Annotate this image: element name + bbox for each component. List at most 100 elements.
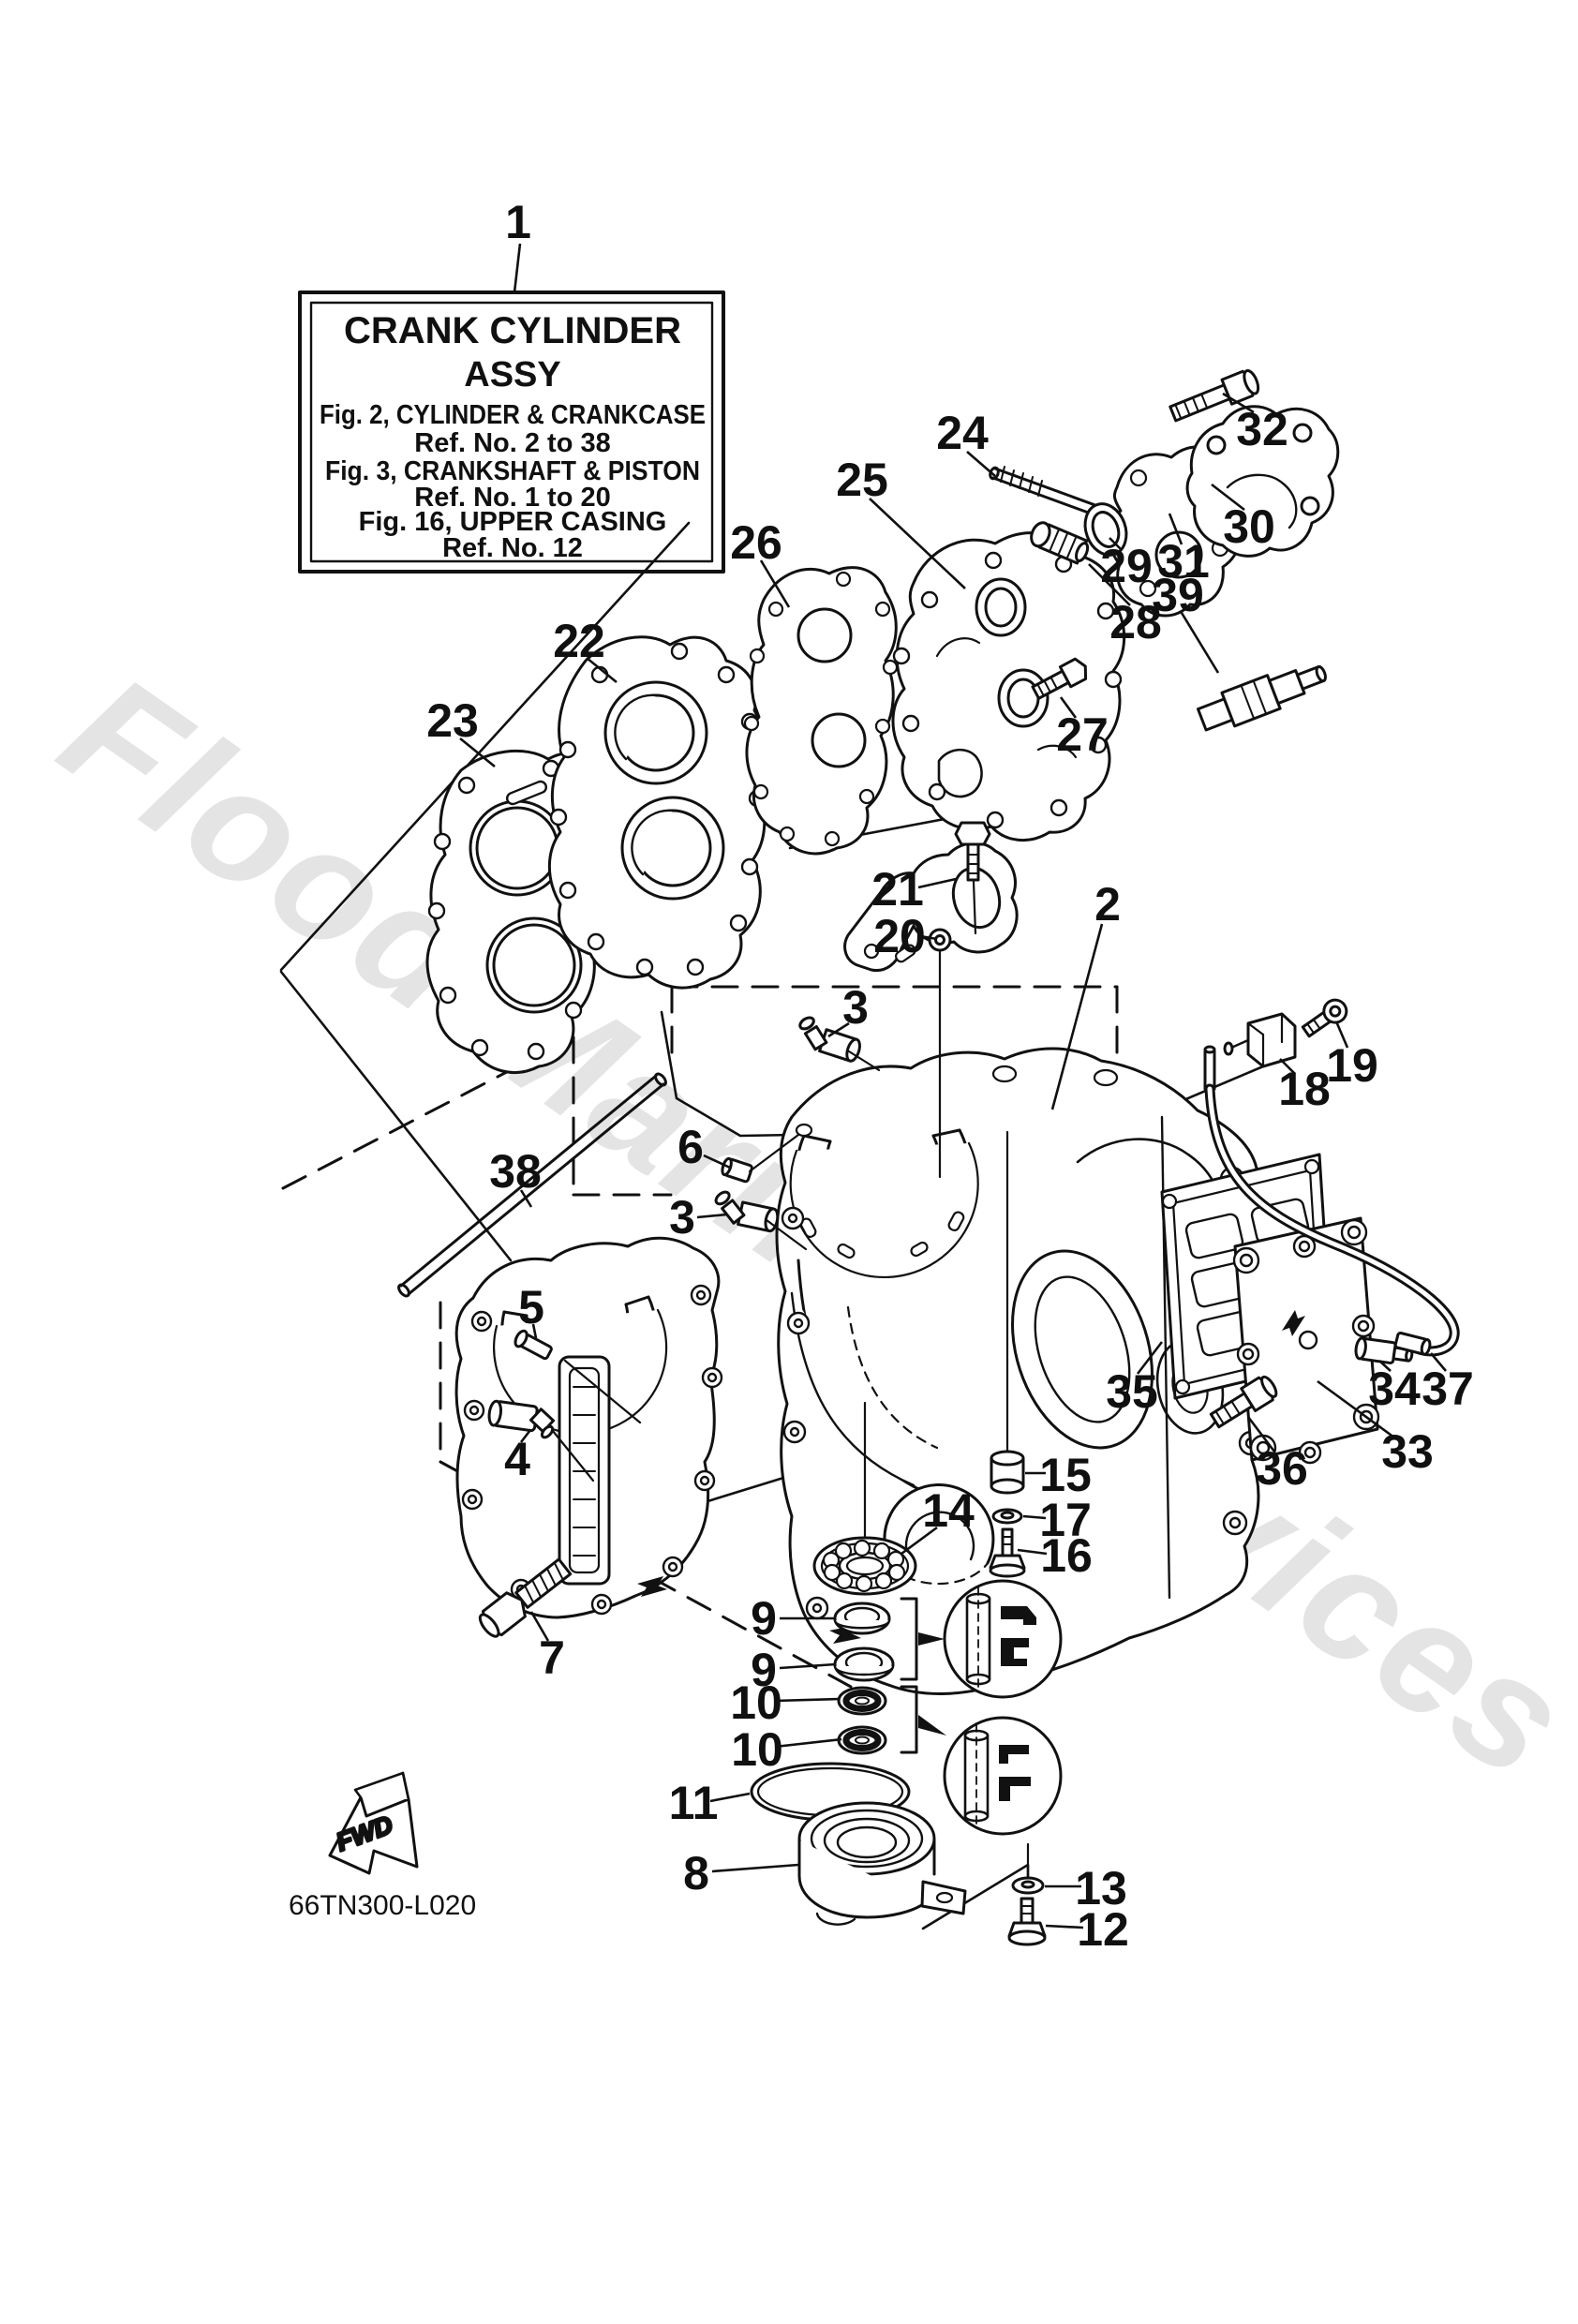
leader-line — [774, 1737, 842, 1749]
callout-label-1: 1 — [505, 196, 531, 248]
callout-label-27: 27 — [1056, 708, 1109, 761]
info-box-line: Fig. 2, CYLINDER & CRANKCASE — [320, 400, 706, 430]
callout-label-18: 18 — [1278, 1063, 1331, 1115]
leader-line — [1088, 563, 1131, 606]
part-28-plug — [1030, 521, 1090, 565]
detail-callout-upper — [900, 1579, 1063, 1699]
part-27-bolt — [1031, 657, 1088, 700]
leader-line — [1045, 1924, 1084, 1929]
part-29-seal-ring — [1083, 502, 1128, 557]
callout-label-6: 6 — [677, 1121, 704, 1173]
part-32-bolt — [1169, 369, 1260, 423]
info-box — [298, 290, 725, 574]
callout-label-13: 13 — [1075, 1862, 1127, 1914]
info-box-title: CRANK CYLINDER — [344, 310, 681, 351]
leader-line — [1317, 1379, 1395, 1439]
callout-label-11: 11 — [669, 1777, 719, 1829]
callout-label-31: 31 — [1157, 535, 1210, 588]
callout-label-36: 36 — [1256, 1442, 1308, 1495]
leader-line — [1050, 923, 1104, 1110]
leader-line — [1279, 1058, 1296, 1075]
part-39-anode — [1196, 664, 1327, 732]
part-25-head-cover — [891, 531, 1126, 842]
part-9-washers — [833, 1601, 895, 1682]
part-2-crankcase-half — [454, 1236, 723, 1619]
leader-line — [696, 1213, 728, 1219]
part-15-mount — [990, 1130, 1025, 1495]
leader-line — [1430, 1352, 1447, 1372]
part-19-screw — [1301, 998, 1348, 1038]
callout-label-22: 22 — [553, 615, 605, 667]
callout-label-33: 33 — [1381, 1425, 1434, 1478]
drawing-code: 66TN300-L020 — [289, 1890, 476, 1921]
callout-label-4: 4 — [504, 1433, 530, 1485]
callout-label-34: 34 — [1368, 1363, 1421, 1415]
part-26-cover-gasket — [743, 566, 899, 856]
leader-line — [709, 1792, 751, 1803]
callout-label-7: 7 — [539, 1631, 565, 1684]
leader-line — [1109, 537, 1122, 550]
callout-label-28: 28 — [1109, 596, 1162, 648]
leader-line — [1180, 612, 1220, 674]
leader-line — [1017, 1548, 1048, 1556]
callout-label-10: 10 — [731, 1723, 783, 1776]
callout-label-20: 20 — [873, 910, 926, 962]
callout-label-14: 14 — [922, 1484, 975, 1537]
part-13-washer — [1011, 1842, 1045, 1895]
part-17-washer — [991, 1508, 1023, 1525]
part-14-bearing — [812, 1401, 917, 1596]
callout-label-38: 38 — [489, 1145, 542, 1198]
leader-line — [1022, 1514, 1047, 1520]
callout-label-9: 9 — [751, 1644, 777, 1696]
part-37-pipe — [1203, 1045, 1460, 1357]
part-2-cylinder-block — [775, 1047, 1265, 1695]
part-20-21-bracket — [843, 821, 1019, 1179]
callout-label-5: 5 — [518, 1281, 544, 1333]
leader-line — [531, 1323, 538, 1339]
part-18-clamp-block — [1223, 1012, 1297, 1068]
leader-line — [513, 243, 522, 293]
leader-line — [779, 1662, 837, 1670]
leader-line — [586, 656, 618, 684]
leader-line — [1059, 696, 1078, 719]
info-box-assy: ASSY — [464, 355, 560, 395]
callout-label-24: 24 — [936, 407, 989, 459]
leader-line — [519, 1429, 532, 1443]
callout-label-19: 19 — [1326, 1039, 1378, 1092]
part-3-fitting-lower — [714, 1190, 808, 1251]
callout-label-30: 30 — [1223, 500, 1275, 553]
detail-callout-lower — [900, 1685, 1063, 1836]
part-6-dowel-pin — [721, 1123, 813, 1184]
part-30-bracket — [1185, 405, 1340, 558]
leader-line — [966, 451, 996, 477]
leader-line — [459, 737, 496, 768]
callout-label-8: 8 — [683, 1847, 709, 1899]
part-12-bolt — [1007, 1897, 1047, 1946]
part-21-bolt — [954, 821, 991, 882]
callout-label-23: 23 — [426, 694, 479, 747]
part-3-fitting-upper — [798, 1016, 881, 1072]
part-10-oil-seals — [837, 1686, 887, 1755]
callout-label-17: 17 — [1039, 1494, 1092, 1546]
info-box-line: Fig. 16, UPPER CASING — [359, 507, 667, 537]
callout-label-39: 39 — [1152, 569, 1204, 621]
leader-line — [827, 1021, 850, 1038]
leader-line — [1222, 392, 1255, 414]
part-8-seal-housing — [797, 1801, 967, 1926]
callout-label-3: 3 — [842, 981, 869, 1034]
info-box-line: Ref. No. 1 to 20 — [414, 483, 611, 513]
leader-line — [711, 1863, 799, 1873]
callout-label-21: 21 — [871, 863, 924, 916]
callout-label-2: 2 — [1094, 878, 1121, 931]
callout-label-15: 15 — [1039, 1449, 1092, 1501]
callout-label-12: 12 — [1077, 1903, 1129, 1956]
callout-label-35: 35 — [1106, 1365, 1158, 1418]
callout-label-25: 25 — [836, 454, 888, 506]
info-box-text: CRANK CYLINDER ASSY Fig. 2, CYLINDER & C… — [320, 310, 706, 563]
part-5-screw — [514, 1329, 642, 1424]
leader-line — [773, 1697, 841, 1703]
callout-label-10: 10 — [730, 1676, 782, 1729]
part-36-bolt — [1209, 1375, 1278, 1429]
